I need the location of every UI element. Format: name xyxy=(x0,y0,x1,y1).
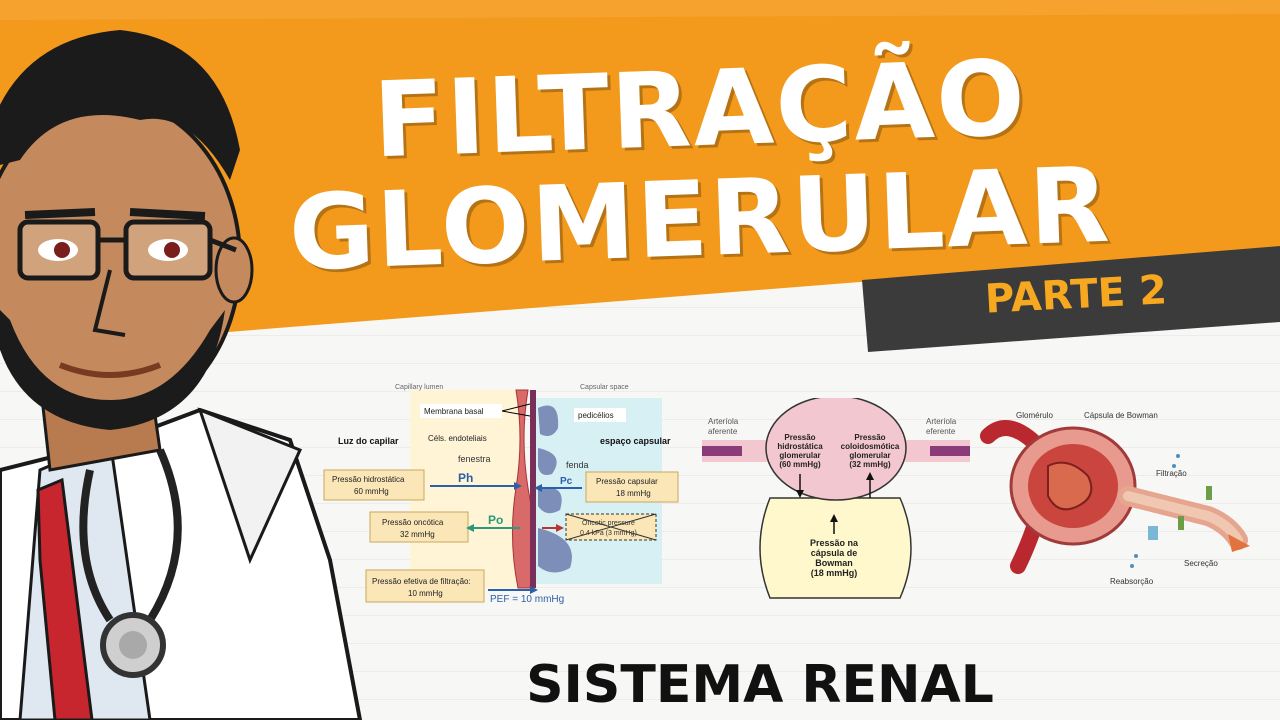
espaco-capsular-label: espaço capsular xyxy=(600,436,671,446)
pressao-hidro-label: Pressão hidrostática xyxy=(332,475,405,484)
pc-line-2: coloidosmótica xyxy=(841,442,900,451)
secrecao-label: Secreção xyxy=(1184,559,1218,568)
pressao-capsular-value: 18 mmHg xyxy=(616,489,651,498)
po-symbol: Po xyxy=(488,513,503,527)
pc-line-1: Pressão xyxy=(854,433,885,442)
membrana-basal-label: Membrana basal xyxy=(424,407,484,416)
title-banner xyxy=(0,0,1280,352)
pb-line-4: (18 mmHg) xyxy=(811,568,858,578)
art-eferente-2: eferente xyxy=(926,427,956,436)
cels-endoteliais-label: Céls. endoteliais xyxy=(428,434,487,443)
ph-line-1: Pressão xyxy=(784,433,815,442)
fenestra-label: fenestra xyxy=(458,454,491,464)
ph-line-4: (60 mmHg) xyxy=(779,460,821,469)
nephron-illustration: Glomérulo Cápsula de Bowman Filtração Se… xyxy=(980,411,1250,586)
pressao-efetiva-label: Pressão efetiva de filtração: xyxy=(372,577,471,586)
reabsorcao-label: Reabsorção xyxy=(1110,577,1154,586)
pedicelios-label: pedicélios xyxy=(578,411,614,420)
luz-capilar-label: Luz do capilar xyxy=(338,436,399,446)
pressao-efetiva-value: 10 mmHg xyxy=(408,589,443,598)
filtration-membrane-diagram: Capillary lumen Capsular space Membrana … xyxy=(323,384,679,605)
art-eferente-1: Arteríola xyxy=(926,417,957,426)
art-aferente-1: Arteríola xyxy=(708,417,739,426)
pc-symbol: Pc xyxy=(560,476,573,487)
pb-line-3: Bowman xyxy=(815,558,853,568)
capsula-label: Cápsula de Bowman xyxy=(1084,411,1158,420)
pef-label: PEF = 10 mmHg xyxy=(490,594,564,605)
pressao-hidro-value: 60 mmHg xyxy=(354,487,389,496)
footer-title: SISTEMA RENAL xyxy=(526,655,994,715)
glomerulo-label: Glomérulo xyxy=(1016,411,1053,420)
doctor-avatar xyxy=(0,30,363,720)
ph-line-3: glomerular xyxy=(779,451,820,460)
subtitle-band xyxy=(862,246,1280,352)
capillary-lumen-label: Capillary lumen xyxy=(395,384,443,391)
oncotic-en-label: Oncotic pressure xyxy=(582,520,635,527)
pc-line-3: glomerular xyxy=(849,451,890,460)
pressao-oncotica-label: Pressão oncótica xyxy=(382,518,444,527)
filtracao-label: Filtração xyxy=(1156,469,1187,478)
pressao-oncotica-value: 32 mmHg xyxy=(400,530,435,539)
glomerular-pressure-diagram: Arteríola aferente Arteríola eferente Pr… xyxy=(702,398,970,599)
ph-symbol: Ph xyxy=(458,471,473,485)
fenda-label: fenda xyxy=(566,460,589,470)
pb-line-1: Pressão na xyxy=(810,538,859,548)
pressao-capsular-label: Pressão capsular xyxy=(596,477,658,486)
oncotic-en-value: 0.4 kPa (3 mmHg) xyxy=(580,530,637,537)
ph-line-2: hidrostática xyxy=(777,442,823,451)
subtitle-parte: PARTE 2 xyxy=(983,267,1169,323)
pc-line-4: (32 mmHg) xyxy=(849,460,891,469)
pb-line-2: cápsula de xyxy=(811,548,858,558)
capsular-space-label: Capsular space xyxy=(580,384,629,391)
art-aferente-2: aferente xyxy=(708,427,738,436)
